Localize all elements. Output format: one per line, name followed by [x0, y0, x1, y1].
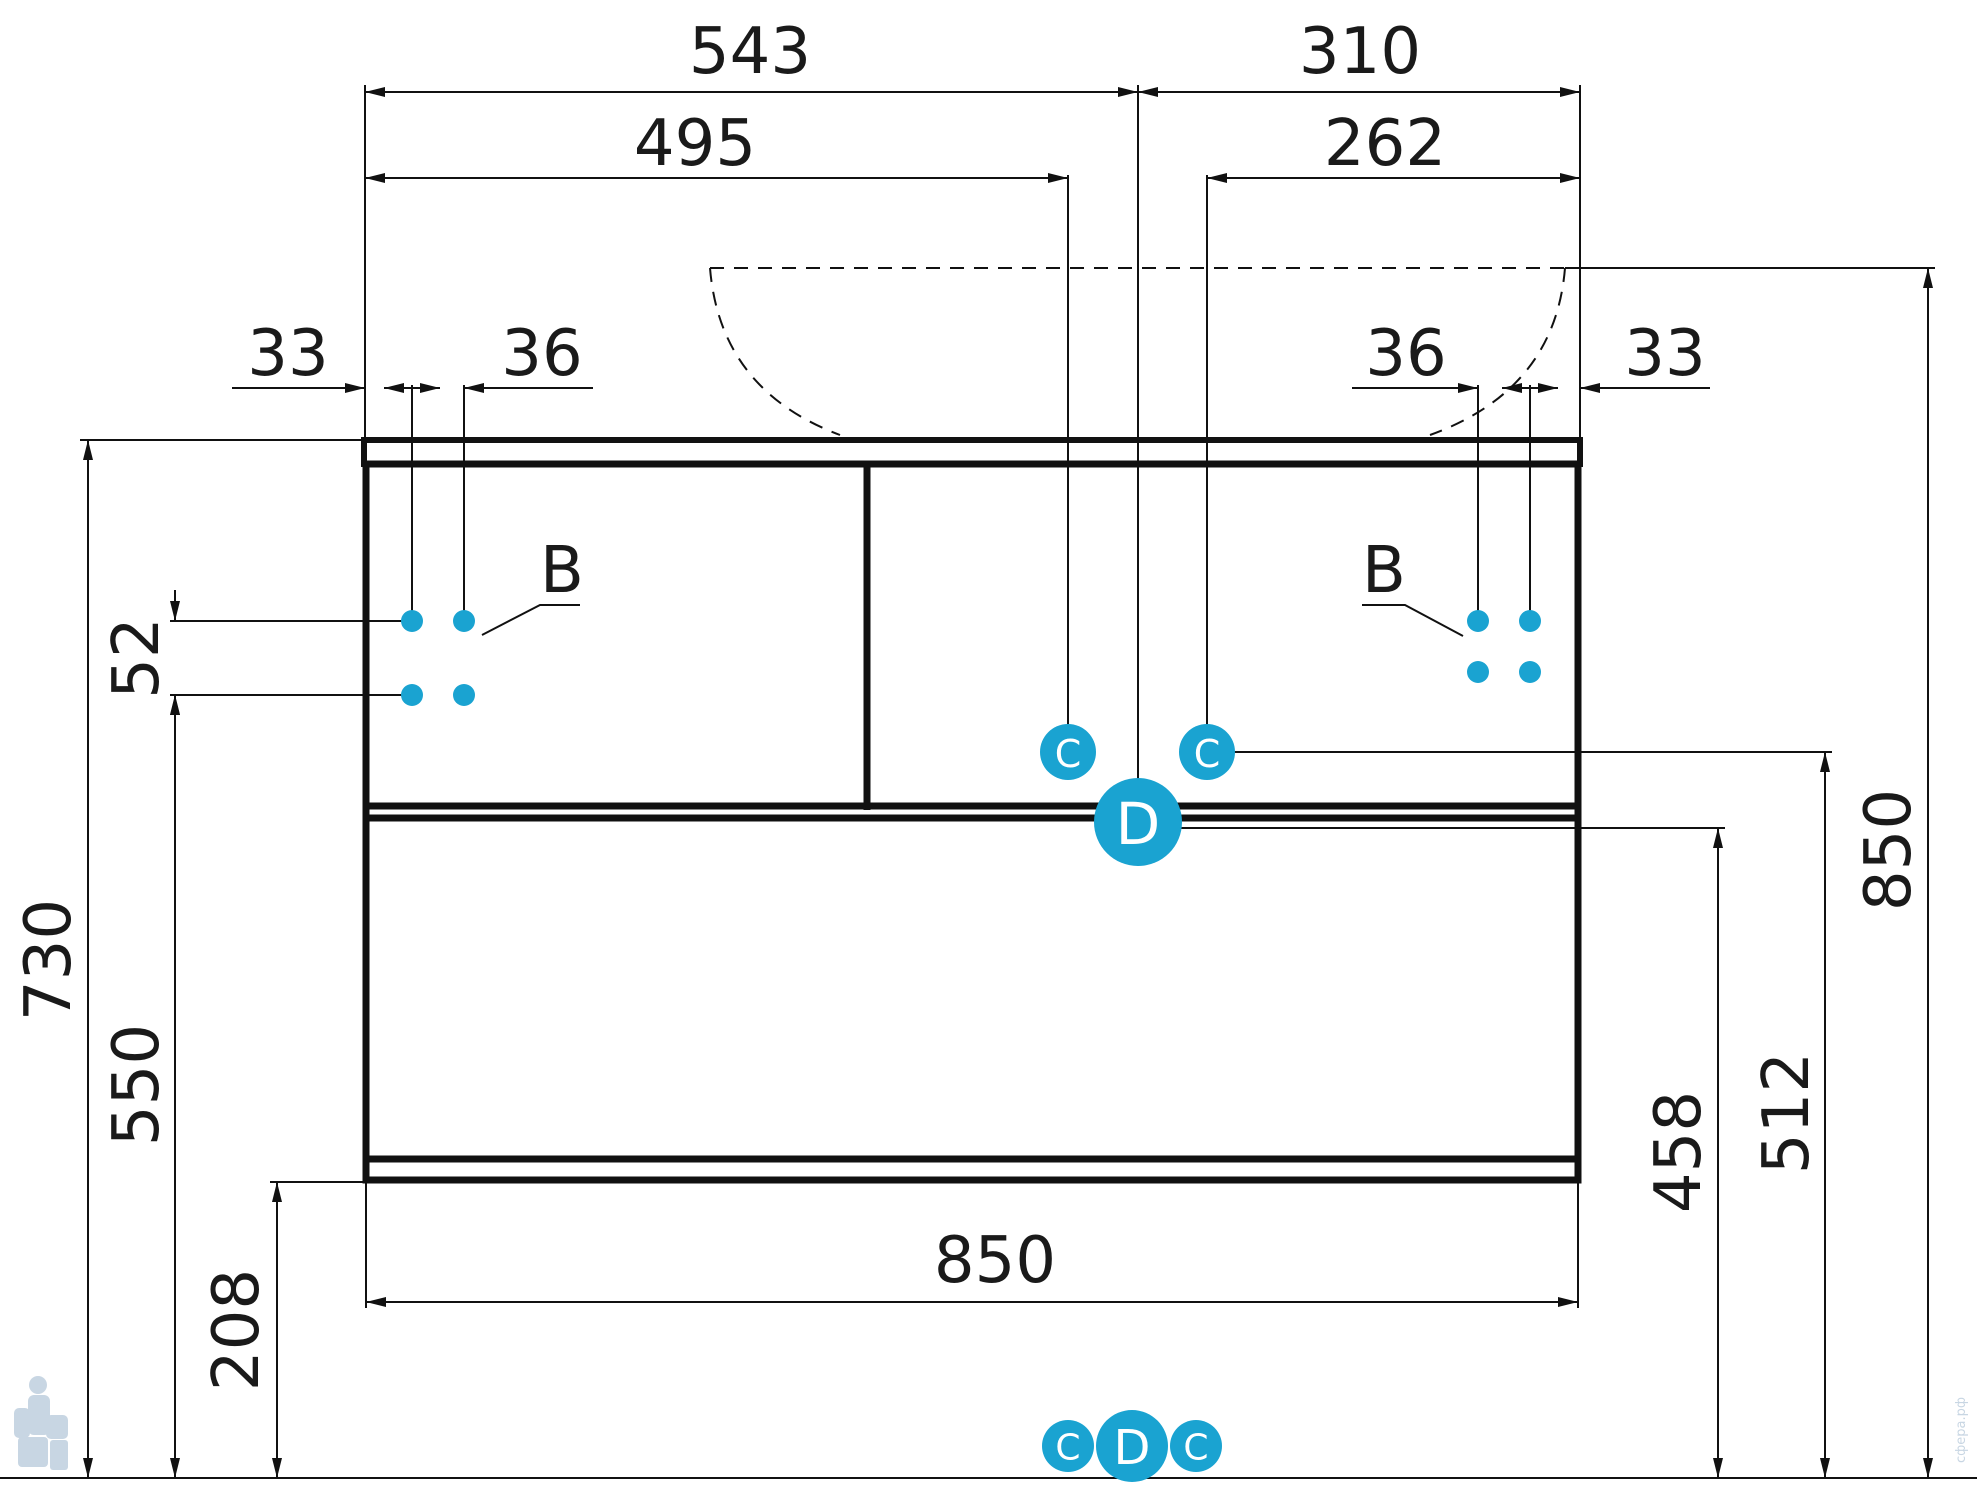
watermark-text: сфера.рф [1954, 1397, 1969, 1463]
dim-36-left: 36 [501, 317, 582, 391]
water-inlet-c-left: C [1040, 724, 1096, 780]
dim-458: 458 [1642, 1091, 1716, 1213]
dim-310: 310 [1299, 15, 1421, 89]
label-b-right: B [1362, 534, 1406, 608]
drain-d: D [1094, 778, 1182, 866]
dim-208: 208 [200, 1269, 274, 1391]
connector-b-right [1467, 610, 1541, 683]
label-b-left: B [540, 534, 584, 608]
water-inlet-c-right: C [1179, 724, 1235, 780]
dim-850-height: 850 [1852, 789, 1926, 911]
svg-text:C: C [1194, 732, 1221, 776]
svg-text:C: C [1055, 1428, 1080, 1469]
watermark-logo [14, 1376, 68, 1470]
svg-text:C: C [1055, 732, 1082, 776]
legend-cdc: C D C [1042, 1410, 1222, 1482]
dim-543: 543 [689, 15, 811, 89]
cabinet [361, 437, 1583, 1184]
dim-36-right: 36 [1365, 317, 1446, 391]
dimension-lines [80, 85, 1935, 1478]
basin-outline [709, 267, 1566, 436]
dim-33-left: 33 [247, 317, 328, 391]
svg-text:D: D [1116, 790, 1161, 858]
countertop [361, 437, 1583, 467]
connector-b-left [401, 610, 475, 706]
dim-52: 52 [100, 617, 174, 698]
dim-730: 730 [12, 899, 86, 1021]
dim-495: 495 [634, 107, 756, 181]
dim-512: 512 [1750, 1052, 1824, 1174]
cabinet-body [362, 460, 1582, 1184]
dim-850-width: 850 [934, 1224, 1056, 1298]
svg-text:C: C [1183, 1428, 1208, 1469]
dim-33-right: 33 [1624, 317, 1705, 391]
svg-text:D: D [1114, 1420, 1151, 1476]
dim-550: 550 [100, 1024, 174, 1146]
dim-262: 262 [1324, 107, 1446, 181]
